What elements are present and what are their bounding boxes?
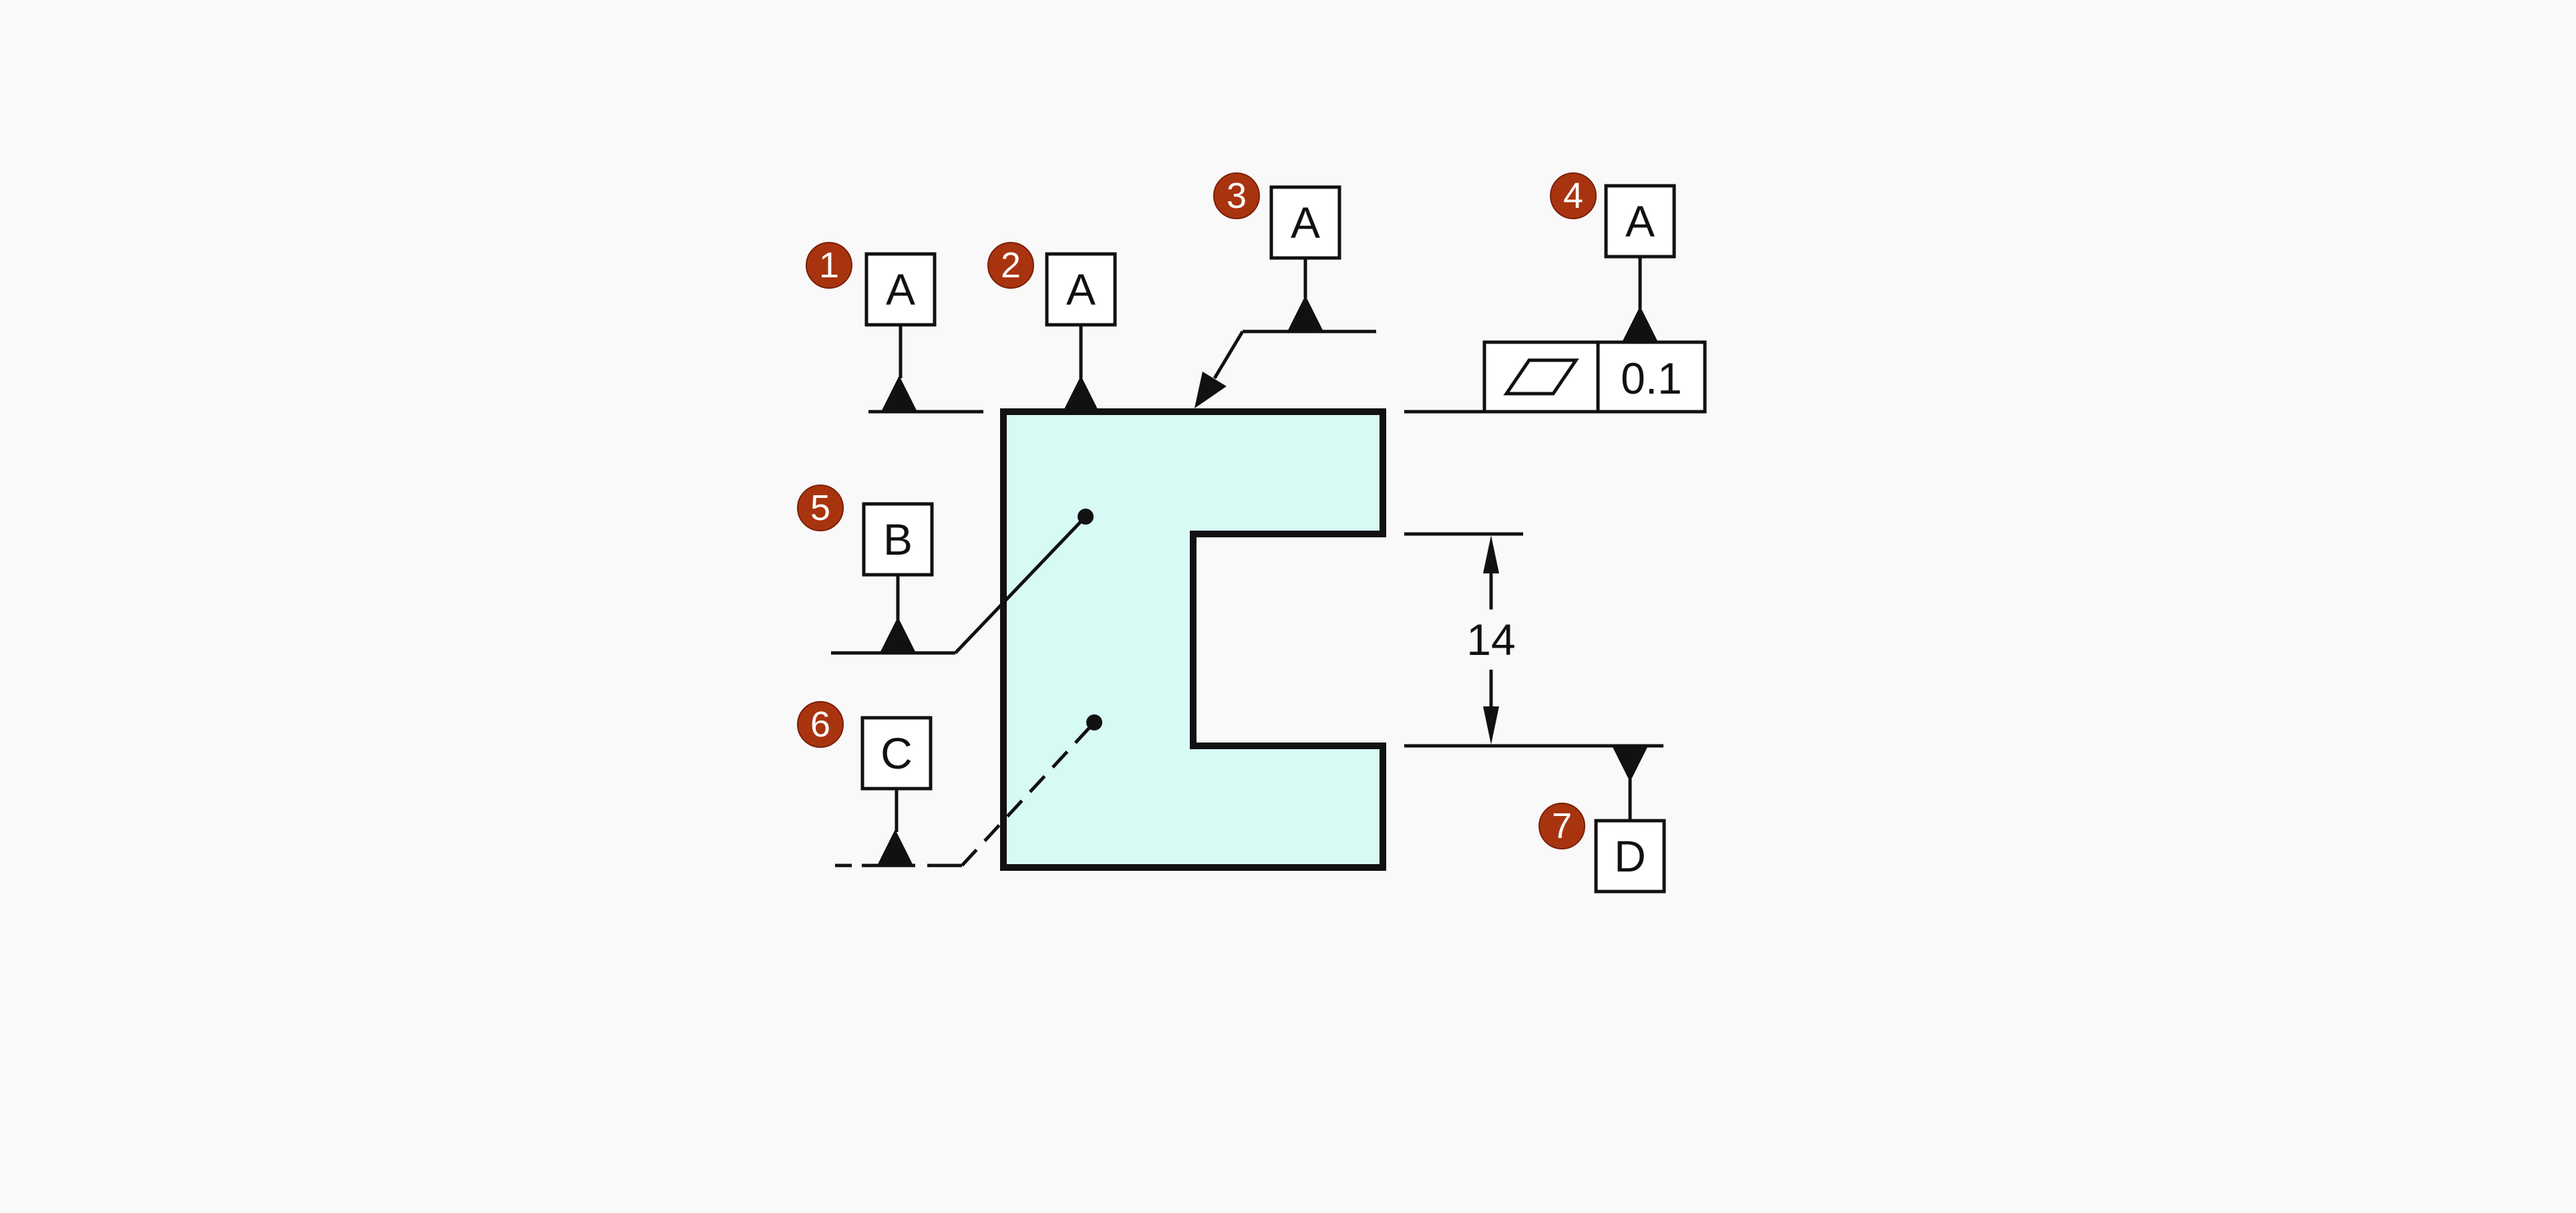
datum-box [864, 252, 937, 327]
flatness-parallelogram-icon [1503, 358, 1579, 396]
datum-triangle [1623, 306, 1657, 341]
datum-triangle [1064, 376, 1098, 410]
callout-1-datum-a: A 1 [806, 242, 983, 414]
callout-badge [1213, 172, 1260, 219]
datum-triangle [882, 376, 917, 410]
dimension-value: 14 [1466, 615, 1515, 664]
datum-box [1269, 185, 1341, 260]
callout-badge [1539, 803, 1585, 849]
datum-box [1604, 184, 1676, 259]
datum-box [1045, 252, 1117, 327]
callout-number: 4 [1563, 176, 1583, 216]
callout-7-datum-d: D 7 [1539, 747, 1666, 894]
part-body [1000, 408, 1386, 871]
datum-box [862, 502, 934, 577]
dimension-arrowhead [1483, 535, 1499, 573]
tolerance-value: 0.1 [1621, 354, 1682, 403]
callout-number: 3 [1227, 176, 1247, 216]
callout-2-datum-a: A 2 [987, 242, 1117, 410]
callout-number: 6 [810, 704, 830, 745]
leader-dot [1086, 714, 1102, 730]
datum-box [1594, 819, 1666, 894]
datum-triangle [1613, 747, 1647, 782]
callout-badge [797, 701, 844, 748]
callout-number: 7 [1552, 806, 1572, 846]
callout-number: 2 [1001, 245, 1021, 285]
callout-badge [1550, 172, 1597, 219]
datum-triangle [880, 617, 915, 652]
datum-box [860, 716, 933, 791]
datum-letter: A [1066, 265, 1096, 314]
callout-badge [797, 485, 844, 531]
leader-dot [1078, 509, 1094, 525]
callout-4-datum-a: 0.1 A 4 [1404, 172, 1707, 414]
datum-letter: B [883, 515, 913, 564]
datum-letter: C [880, 728, 913, 778]
callout-number: 1 [819, 245, 839, 285]
feature-control-frame: 0.1 [1482, 340, 1707, 414]
datum-letter: D [1614, 831, 1646, 881]
callout-3-datum-a: A 3 [1194, 172, 1376, 408]
datum-letter: A [886, 265, 915, 314]
datum-triangle [878, 829, 913, 864]
datum-triangle [1288, 295, 1323, 330]
datum-letter: A [1625, 196, 1655, 246]
leader-arrowhead [1194, 372, 1227, 408]
callout-badge [806, 242, 852, 289]
callout-5-datum-b: B 5 [797, 485, 1094, 655]
dimension-14: 14 [1404, 532, 1663, 748]
datum-letter: A [1291, 198, 1320, 247]
callout-badge [987, 242, 1034, 289]
dimension-arrowhead [1483, 706, 1499, 745]
callout-6-datum-c: C 6 [797, 701, 1102, 867]
callout-number: 5 [810, 488, 830, 528]
